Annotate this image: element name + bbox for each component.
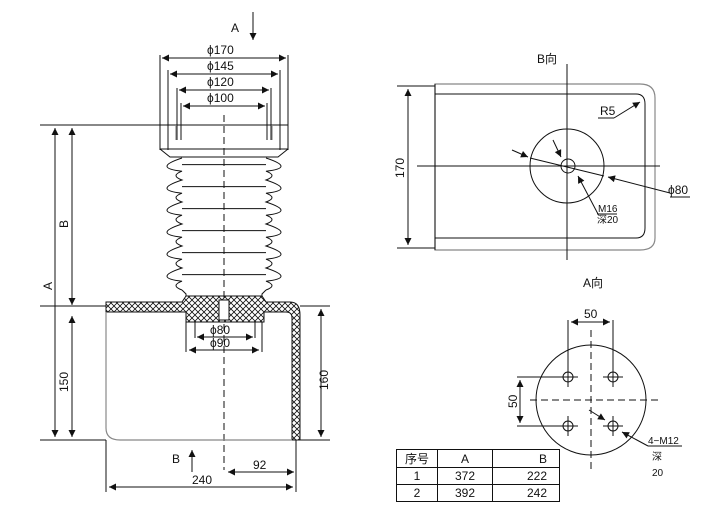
dim-50-horizontal: 50 <box>584 307 598 321</box>
view-arrow-b-label: B <box>172 452 180 466</box>
depth-value-a: 20 <box>652 468 664 479</box>
table-header: 序号 <box>396 449 438 468</box>
dim-phi-120: ϕ120 <box>207 75 234 89</box>
dim-phi-100: ϕ100 <box>207 91 234 105</box>
shed-profile-right <box>264 157 282 291</box>
dim-phi-80-b: ϕ80 <box>668 183 688 197</box>
view-b-label: B向 <box>537 51 557 66</box>
table-cell: 392 <box>437 484 493 502</box>
front-view: A ϕ170 ϕ145 ϕ120 ϕ100 <box>40 12 331 492</box>
table-cell: 222 <box>492 467 560 485</box>
dim-a-label: A <box>41 282 55 290</box>
table-header: B <box>492 449 560 468</box>
table-row: 2 392 242 <box>396 484 560 502</box>
dim-b-label: B <box>57 220 71 228</box>
depth-label-a: 深 <box>652 451 662 463</box>
radius-r5: R5 <box>600 104 616 118</box>
table-header: A <box>437 449 493 468</box>
dim-150: 150 <box>57 372 71 392</box>
table-cell: 2 <box>396 484 438 502</box>
dimension-table: 序号 A B 1 372 222 2 392 242 <box>396 449 560 502</box>
view-a-label: A向 <box>583 275 603 290</box>
dim-phi-80-inner: ϕ80 <box>210 323 230 337</box>
thread-4-m12: 4−M12 <box>648 436 679 447</box>
dim-50-vertical: 50 <box>506 394 520 408</box>
shed-profile-left <box>166 157 184 291</box>
table-row: 1 372 222 <box>396 467 560 485</box>
dim-240: 240 <box>192 473 212 487</box>
dim-phi-90-inner: ϕ90 <box>210 336 230 350</box>
thread-m16: M16 <box>598 204 618 215</box>
dim-phi-145: ϕ145 <box>207 59 234 73</box>
dim-phi-170: ϕ170 <box>207 43 234 57</box>
view-arrow-a-label: A <box>231 21 239 35</box>
view-a: A向 50 50 4−M12 深 20 <box>506 275 682 479</box>
top-diameter-dims: ϕ170 ϕ145 ϕ120 ϕ100 <box>159 43 289 150</box>
dim-160: 160 <box>317 370 331 390</box>
table-cell: 1 <box>396 467 438 485</box>
depth-20-b: 深20 <box>597 214 619 226</box>
table-cell: 242 <box>492 484 560 502</box>
top-terminal <box>40 124 289 158</box>
table-cell: 372 <box>437 467 493 485</box>
dim-170-b: 170 <box>393 158 407 178</box>
base-housing <box>105 295 301 441</box>
dim-92: 92 <box>253 458 267 472</box>
view-b: B向 R5 ϕ80 M16 深20 170 <box>393 51 690 260</box>
